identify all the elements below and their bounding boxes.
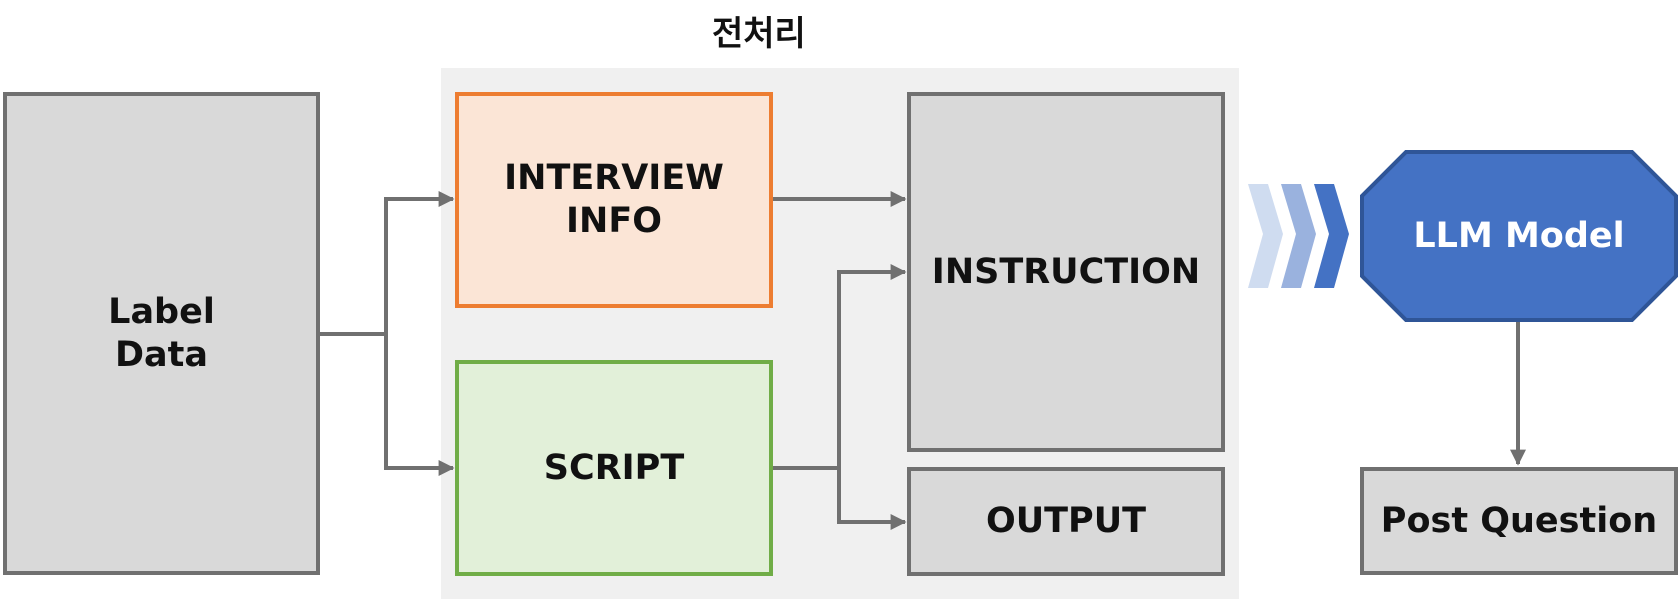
preprocess-title: 전처리 bbox=[712, 14, 806, 54]
instruction-node: INSTRUCTION bbox=[907, 92, 1225, 452]
label-data-node: Label Data bbox=[3, 92, 320, 575]
llm-model-shape bbox=[1360, 150, 1678, 322]
edge-label-to-script bbox=[384, 334, 455, 476]
post-question-node: Post Question bbox=[1360, 467, 1678, 575]
edge-label-to-interview bbox=[320, 191, 455, 336]
script-node: SCRIPT bbox=[455, 360, 773, 576]
llm-model-label: LLM Model bbox=[1413, 216, 1625, 256]
chevron-dark bbox=[1314, 184, 1349, 288]
chevron-light bbox=[1248, 184, 1283, 288]
edge-script-to-instruction bbox=[773, 264, 907, 470]
interview-info-node: INTERVIEW INFO bbox=[455, 92, 773, 308]
output-node: OUTPUT bbox=[907, 467, 1225, 576]
chevron-mid bbox=[1281, 184, 1316, 288]
edge-script-to-output bbox=[837, 468, 907, 530]
chevron-arrows-icon bbox=[1248, 184, 1349, 288]
